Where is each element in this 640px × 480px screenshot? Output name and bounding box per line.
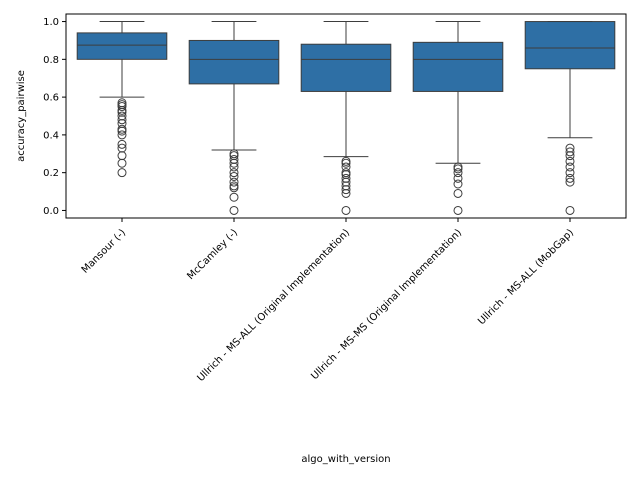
outlier-point xyxy=(565,168,575,178)
iqr-box xyxy=(188,39,280,85)
outlier-point xyxy=(229,171,239,181)
x-tick-label: Ullrich - MS-ALL (MobGap) xyxy=(476,227,576,327)
outlier-point xyxy=(453,205,463,215)
y-axis-title: accuracy_pairwise xyxy=(16,70,27,162)
y-axis: 0.0 0.2 0.4 0.6 0.8 1.0 xyxy=(43,17,66,217)
y-tick-label: 1.0 xyxy=(43,17,59,28)
outlier-point xyxy=(341,185,351,195)
outlier-point xyxy=(117,158,127,168)
outlier-point xyxy=(117,130,127,140)
y-tick-label: 0.2 xyxy=(43,168,59,179)
outlier-point xyxy=(341,158,351,168)
plot-marks xyxy=(76,21,616,215)
box-group xyxy=(300,21,392,215)
outlier-point xyxy=(565,156,575,166)
outlier-point xyxy=(117,151,127,161)
outlier-point xyxy=(117,115,127,125)
outlier-point xyxy=(117,139,127,149)
box-group xyxy=(412,21,504,215)
x-tick-label: Mansour (-) xyxy=(80,227,128,275)
outlier-point xyxy=(565,177,575,187)
box-group xyxy=(524,21,616,215)
outlier-point xyxy=(229,183,239,193)
outlier-point xyxy=(565,162,575,172)
iqr-box xyxy=(524,21,616,70)
outlier-point xyxy=(565,151,575,161)
y-tick-label: 0.6 xyxy=(43,93,59,104)
outlier-point xyxy=(341,188,351,198)
outlier-point xyxy=(565,205,575,215)
outlier-point xyxy=(565,173,575,183)
outlier-point xyxy=(117,168,127,178)
outlier-point xyxy=(453,173,463,183)
x-tick-label: McCamley (-) xyxy=(185,227,240,282)
y-tick-label: 0.0 xyxy=(43,206,59,217)
outlier-point xyxy=(229,192,239,202)
iqr-box xyxy=(76,32,168,60)
outlier-point xyxy=(341,205,351,215)
y-tick-label: 0.8 xyxy=(43,55,59,66)
outlier-point xyxy=(229,177,239,187)
outlier-point xyxy=(229,162,239,172)
x-axis-title: algo_with_version xyxy=(301,454,390,465)
y-tick-label: 0.4 xyxy=(43,130,59,141)
x-axis: Mansour (-) McCamley (-) Ullrich - MS-ALL … xyxy=(80,218,576,384)
outlier-point xyxy=(565,147,575,157)
outlier-point xyxy=(117,126,127,136)
outlier-point xyxy=(453,179,463,189)
iqr-box xyxy=(412,41,504,92)
outlier-point xyxy=(453,188,463,198)
outlier-point xyxy=(229,168,239,178)
outlier-point xyxy=(229,158,239,168)
outlier-point xyxy=(117,102,127,112)
outlier-point xyxy=(453,168,463,178)
box-group xyxy=(76,21,168,178)
box-group xyxy=(188,21,280,215)
outlier-point xyxy=(453,164,463,174)
outlier-point xyxy=(229,205,239,215)
iqr-box xyxy=(300,43,392,92)
